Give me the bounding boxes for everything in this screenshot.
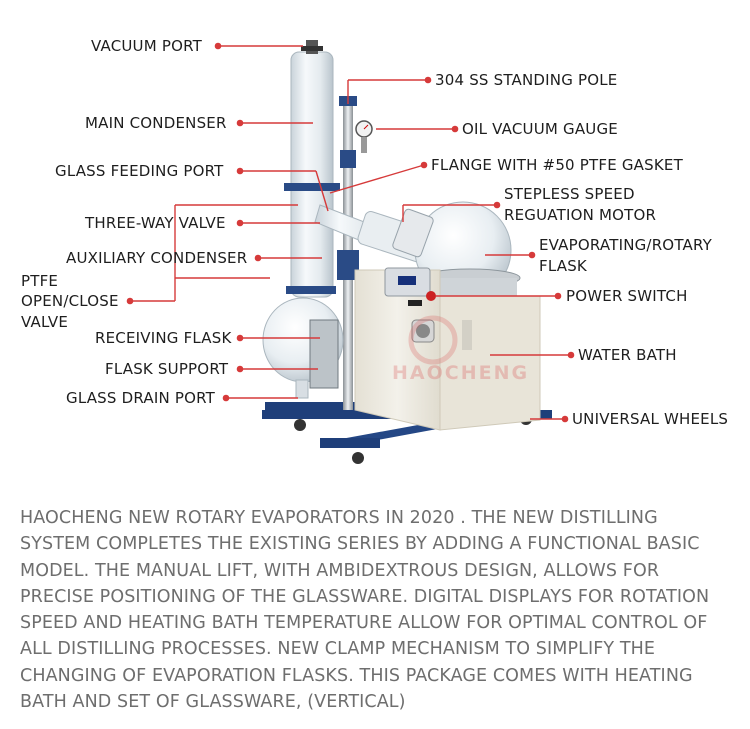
receiving-flask [262, 297, 344, 399]
label-main-condenser: MAIN CONDENSER [85, 114, 227, 132]
evaporator-illustration [126, 40, 575, 464]
leader-lines [126, 42, 575, 423]
label-receiving-flask: RECEIVING FLASK [95, 329, 232, 347]
product-description: HAOCHENG NEW ROTARY EVAPORATORS IN 2020 … [20, 508, 710, 713]
label-power-switch: POWER SWITCH [566, 287, 688, 305]
label-vacuum-port: VACUUM PORT [91, 37, 202, 55]
label-water-bath: WATER BATH [578, 346, 677, 364]
vacuum-gauge [355, 120, 373, 153]
label-ptfe-valve-line-1: PTFE [21, 272, 59, 290]
label-ptfe-valve-line-3: VALVE [21, 313, 69, 331]
label-auxiliary-condenser: AUXILIARY CONDENSER [66, 249, 248, 267]
label-standing-pole: 304 SS STANDING POLE [435, 71, 618, 89]
label-rotary-flask-line-1: EVAPORATING/ROTARY [539, 236, 713, 254]
label-ptfe-valve-line-2: OPEN/CLOSE [21, 292, 119, 310]
watermark: HAOCHENG [392, 362, 530, 384]
water-bath-bowl [419, 268, 521, 298]
label-flange-gasket: FLANGE WITH #50 PTFE GASKET [431, 156, 683, 174]
label-motor-line-1: STEPLESS SPEED [504, 185, 635, 203]
label-motor-line-2: REGUATION MOTOR [504, 206, 657, 224]
label-universal-wheels: UNIVERSAL WHEELS [572, 410, 729, 428]
rotary-evaporator-diagram: HAOCHENG VACUUM PORT MAIN CONDENSER GLAS… [21, 37, 729, 464]
label-three-way-valve: THREE-WAY VALVE [85, 214, 226, 232]
label-rotary-flask-line-2: FLASK [539, 257, 587, 275]
label-glass-drain-port: GLASS DRAIN PORT [66, 389, 215, 407]
label-oil-vacuum-gauge: OIL VACUUM GAUGE [462, 120, 618, 138]
label-flask-support: FLASK SUPPORT [105, 360, 229, 378]
label-glass-feeding-port: GLASS FEEDING PORT [55, 162, 224, 180]
water-bath-cabinet [354, 267, 541, 431]
main-condenser [284, 40, 340, 298]
